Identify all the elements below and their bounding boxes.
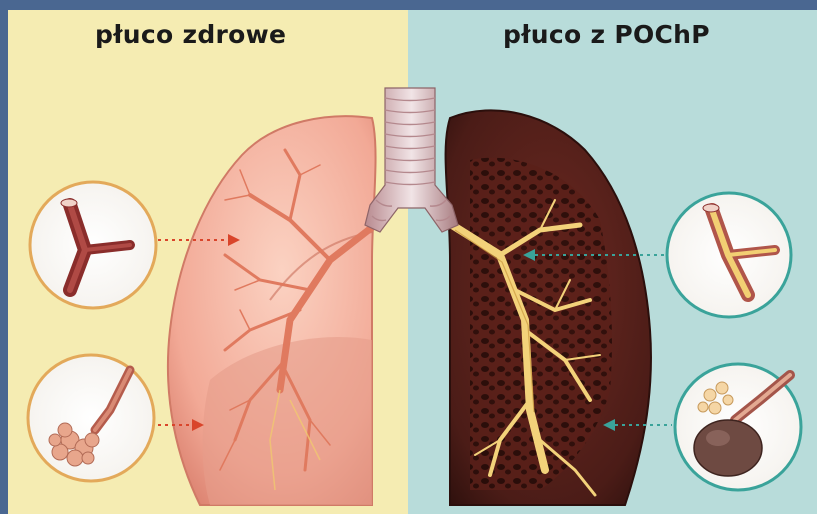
healthy-alveoli-icon [28,355,154,481]
copd-lung-icon [446,110,651,505]
healthy-bronchus-icon [30,182,156,308]
copd-bronchus-icon [667,193,791,317]
trachea-icon [365,88,458,232]
healthy-lung-icon [168,116,376,505]
copd-alveoli-icon [675,364,801,490]
